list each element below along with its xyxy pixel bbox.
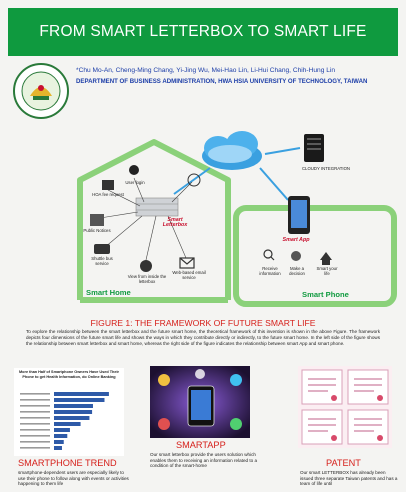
trend-bar: [54, 392, 109, 396]
user-login-label: User login: [125, 180, 145, 185]
chart-heading: More than Half of Smartphone Owners Have…: [18, 370, 119, 379]
trend-bar-chart: [20, 392, 109, 450]
trend-bar: [54, 398, 105, 402]
trend-bar: [54, 404, 93, 408]
phone-panel: [233, 205, 397, 307]
email-icon: [179, 257, 195, 269]
trend-bar-category-label: [20, 393, 50, 395]
web-email-label: Web-based email service: [172, 270, 206, 280]
network-icon: [187, 173, 201, 187]
smart-life-label: Smart your life: [316, 266, 338, 276]
patent-documents-panel: [298, 366, 392, 448]
trend-bar-category-label: [20, 429, 50, 431]
trend-bar: [54, 434, 68, 438]
public-notices-icon: [90, 214, 104, 226]
smart-app-label: Smart App: [282, 237, 310, 243]
smartphone-trend-chart-panel: More than Half of Smartphone Owners Have…: [14, 368, 124, 456]
receive-info-label: Receive information: [259, 266, 281, 276]
trend-bar-category-label: [20, 447, 50, 449]
decision-icon: [291, 251, 301, 261]
trend-bar-category-label: [20, 405, 50, 407]
trend-bar: [54, 410, 93, 414]
smartapp-text: Our smart letterbox provide the users so…: [150, 452, 257, 469]
smart-home-label: Smart Home: [86, 288, 131, 297]
smartapp-image-panel: [150, 366, 250, 438]
trend-bar-category-label: [20, 399, 50, 401]
figure-caption: FIGURE 1: THE FRAMEWORK OF FUTURE SMART …: [90, 318, 316, 328]
poster-title: FROM SMART LETTERBOX TO SMART LIFE: [39, 23, 367, 40]
user-icon: [129, 165, 139, 175]
view-inside-label: View from inside the letterbox: [127, 274, 167, 284]
trend-bar: [54, 428, 70, 432]
trend-bar-category-label: [20, 423, 50, 425]
trend-bar: [54, 446, 62, 450]
shuttle-bus-label: Shuttle bus service: [91, 256, 113, 266]
trend-bar: [54, 440, 64, 444]
trend-bar: [54, 416, 90, 420]
cloud-integration-label: CLOUDY INTEGRATION: [301, 166, 351, 171]
public-notices-label: Public Notices: [83, 228, 111, 233]
figure-description: To explore the relationship between the …: [26, 329, 380, 346]
diagram-drawing: [77, 131, 397, 307]
cloud-icon: [202, 131, 262, 170]
framework-diagram: CLOUDY INTEGRATION User login HOA fee re…: [60, 120, 400, 320]
hoa-fee-label: HOA fee request: [92, 192, 124, 197]
patent-certificates: [301, 369, 389, 445]
server-icon: [304, 134, 324, 162]
authors-line: *Chu Mo-An, Cheng-Ming Chang, Yi-Jing Wu…: [76, 67, 335, 74]
smartapp-illustration: [150, 366, 250, 438]
trend-bar-category-label: [20, 441, 50, 443]
trend-bar-category-label: [20, 435, 50, 437]
trend-bar: [54, 422, 81, 426]
letterbox-icon: [135, 197, 179, 217]
department-line: DEPARTMENT OF BUSINESS ADMINISTRATION, H…: [76, 78, 368, 85]
shuttle-bus-icon: [94, 244, 110, 254]
camera-icon: [140, 260, 152, 272]
patent-text: Our smart LETTERBOX has already been iss…: [300, 470, 398, 487]
smartapp-title: SMARTAPP: [176, 440, 226, 450]
trend-bar-category-label: [20, 411, 50, 413]
title-banner: FROM SMART LETTERBOX TO SMART LIFE: [8, 8, 398, 56]
smart-letterbox-label: Smart Letterbox: [162, 217, 188, 228]
hoa-fee-icon: [102, 180, 114, 190]
smartphone-trend-text: smartphone-dependent users are especiall…: [18, 470, 129, 487]
magnifier-icon: [263, 249, 273, 259]
smart-life-house-icon: [320, 252, 332, 260]
house-outline: [77, 139, 231, 300]
trend-bar-category-label: [20, 417, 50, 419]
smartphone-trend-title: SMARTPHONE TREND: [18, 458, 117, 468]
university-seal-logo: [13, 63, 69, 119]
make-decision-label: Make a decision: [289, 266, 305, 276]
smartphone-icon: [288, 196, 310, 234]
patent-title: PATENT: [326, 458, 361, 468]
smart-phone-label: Smart Phone: [302, 290, 349, 299]
